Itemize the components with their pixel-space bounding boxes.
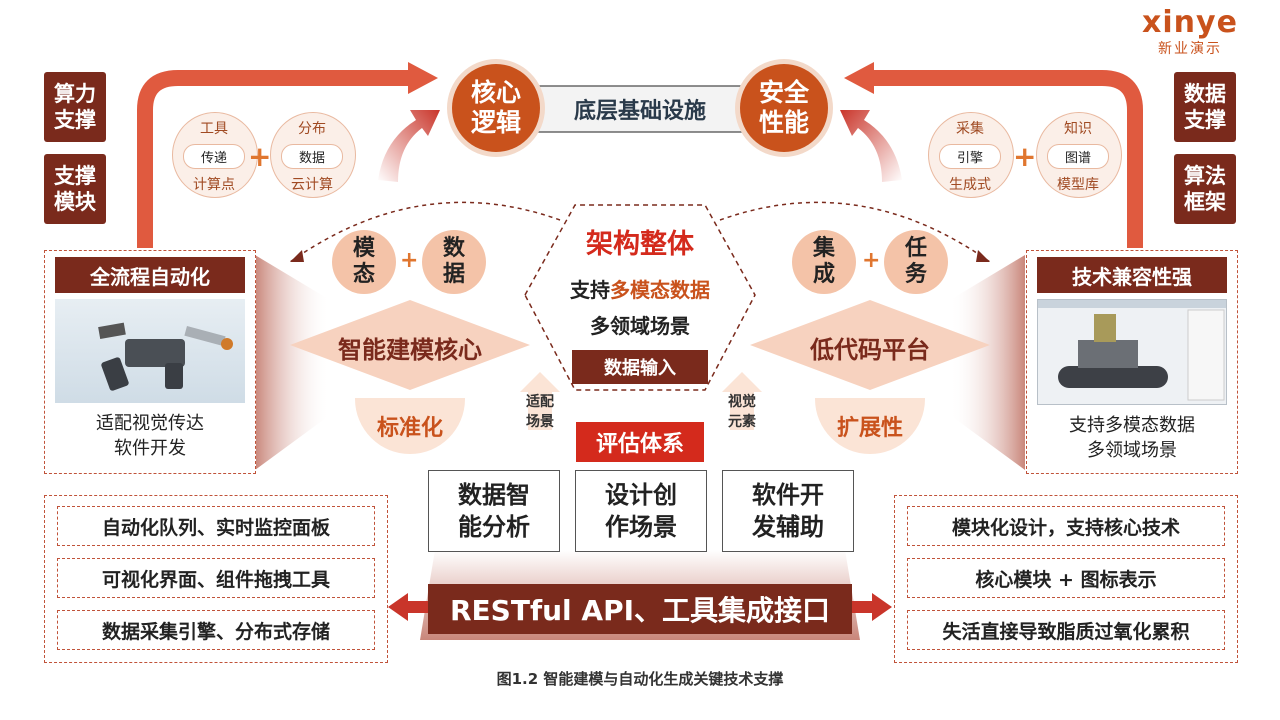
oval-mid-label: 引擎	[939, 144, 1001, 169]
bubble-data: 数 据	[422, 230, 486, 294]
oval-bottom-label: 云计算	[291, 177, 333, 193]
low-code-platform: 低代码平台	[810, 336, 930, 364]
bubble-task: 任 务	[884, 230, 948, 294]
data-intelligence-box: 数据智 能分析	[428, 470, 560, 552]
center-line1-accent: 多模态数据	[610, 278, 710, 302]
list-item: 可视化界面、组件拖拽工具	[57, 558, 375, 598]
bubble-integration: 集 成	[792, 230, 856, 294]
plus-icon: +	[1013, 140, 1037, 173]
oval-bottom-label: 生成式	[949, 177, 991, 193]
software-screenshot-image	[1037, 299, 1227, 405]
list-item: 失活直接导致脂质过氧化累积	[907, 610, 1225, 650]
panel-caption: 支持多模态数据 多领域场景	[1069, 415, 1195, 461]
right-feature-list: 模块化设计，支持核心技术 核心模块 + 图标表示 失活直接导致脂质过氧化累积	[894, 495, 1238, 663]
data-input-box: 数据输入	[572, 350, 708, 384]
plus-icon: +	[400, 248, 419, 273]
plus-icon: +	[248, 140, 272, 173]
security-performance-circle: 安全 性能	[740, 64, 828, 152]
evaluation-system-box: 评估体系	[576, 422, 704, 462]
infrastructure-label: 底层基础设施	[573, 99, 706, 124]
robot-arm-image	[55, 299, 245, 403]
center-line2: 多领域场景	[590, 314, 690, 338]
adapt-scene-label: 适配 场景	[526, 394, 554, 430]
tracked-robot-icon	[1038, 300, 1226, 401]
left-feature-list: 自动化队列、实时监控面板 可视化界面、组件拖拽工具 数据采集引擎、分布式存储	[44, 495, 388, 663]
oval-top-label: 分布	[298, 121, 326, 137]
algorithm-framework-button: 算法 框架	[1174, 154, 1236, 224]
list-item: 数据采集引擎、分布式存储	[57, 610, 375, 650]
compute-support-button: 算力 支撑	[44, 72, 106, 142]
oval-top-label: 采集	[956, 121, 984, 137]
api-banner: RESTful API、工具集成接口	[428, 584, 852, 634]
data-support-button: 数据 支撑	[1174, 72, 1236, 142]
panel-title: 全流程自动化	[55, 257, 245, 293]
oval-bottom-label: 模型库	[1057, 177, 1099, 193]
panel-caption: 适配视觉传达 软件开发	[96, 413, 204, 459]
oval-bottom-label: 计算点	[193, 177, 235, 193]
oval-mid-label: 传递	[183, 144, 245, 169]
robot-arm-icon	[98, 322, 233, 391]
figure-caption: 图1.2 智能建模与自动化生成关键技术支撑	[496, 670, 784, 688]
center-line1-prefix: 支持	[570, 278, 610, 302]
logo-subtitle: 新业演示	[1158, 41, 1222, 57]
center-line1: 支持多模态数据	[530, 274, 750, 303]
full-automation-panel: 全流程自动化 适配视觉传达 软件开发	[44, 250, 256, 474]
oval-mid-label: 数据	[281, 144, 343, 169]
design-scene-box: 设计创 作场景	[575, 470, 707, 552]
oval-top-label: 工具	[200, 121, 228, 137]
brand-logo: xinye 新业演示	[1135, 8, 1245, 58]
list-item: 自动化队列、实时监控面板	[57, 506, 375, 546]
visual-element-label: 视觉 元素	[728, 394, 756, 430]
software-dev-box: 软件开 发辅助	[722, 470, 854, 552]
intelligent-modeling-core: 智能建模核心	[338, 336, 482, 364]
panel-title: 技术兼容性强	[1037, 257, 1227, 293]
list-item: 核心模块 + 图标表示	[907, 558, 1225, 598]
oval-mid-label: 图谱	[1047, 144, 1109, 169]
logo-text: xinye	[1142, 5, 1238, 40]
architecture-title: 架构整体	[586, 229, 694, 260]
extensibility-label: 扩展性	[815, 398, 925, 454]
bubble-modality: 模 态	[332, 230, 396, 294]
list-item: 模块化设计，支持核心技术	[907, 506, 1225, 546]
support-module-button: 支撑 模块	[44, 154, 106, 224]
plus-icon: +	[862, 248, 881, 273]
oval-top-label: 知识	[1064, 121, 1092, 137]
tech-compatibility-panel: 技术兼容性强 支持多模态数据 多领域场景	[1026, 250, 1238, 474]
core-logic-circle: 核心 逻辑	[452, 64, 540, 152]
